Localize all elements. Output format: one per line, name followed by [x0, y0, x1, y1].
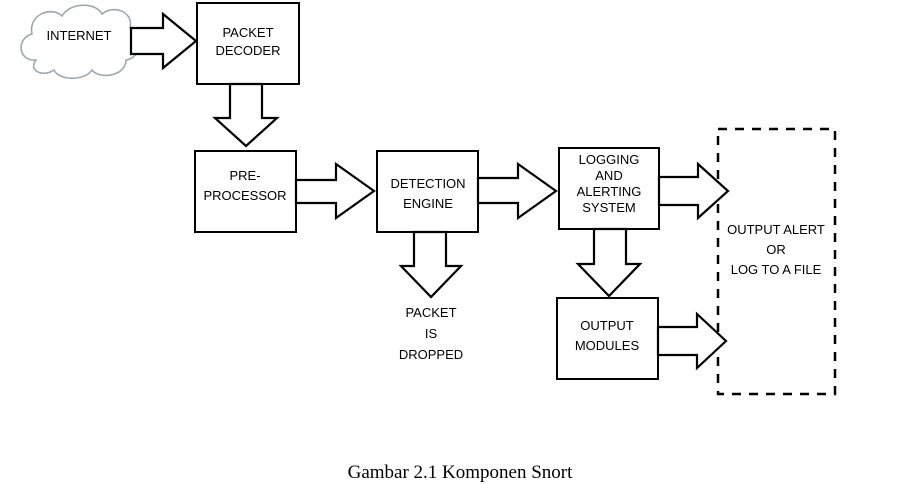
detection-engine-label: DETECTION ENGINE — [390, 176, 465, 211]
arrow-preprocessor-to-detection — [294, 161, 376, 221]
label-line: LOGGING — [579, 152, 640, 167]
arrow-decoder-to-preprocessor — [212, 82, 280, 148]
packet-decoder-label: PACKET DECODER — [215, 25, 280, 58]
arrow-internet-to-decoder — [129, 11, 198, 71]
preprocessor-label: PRE- PROCESSOR — [203, 168, 286, 203]
output-modules-box — [556, 297, 659, 380]
internet-label: INTERNET — [47, 28, 112, 43]
label-line: INTERNET — [47, 28, 112, 43]
label-line: PACKET — [405, 305, 456, 320]
label-line: IS — [425, 326, 438, 341]
label-line: DETECTION — [390, 176, 465, 191]
label-line: DECODER — [215, 43, 280, 58]
arrow-output-modules-to-output-alert — [656, 311, 728, 371]
packet-dropped-label: PACKET IS DROPPED — [399, 305, 463, 362]
label-line: PRE- — [229, 168, 260, 183]
label-line: DROPPED — [399, 347, 463, 362]
label-line: PACKET — [222, 25, 273, 40]
arrow-detection-to-logging — [476, 161, 558, 221]
arrow-logging-to-output-alert — [657, 161, 730, 221]
label-line: ALERTING — [577, 184, 642, 199]
label-line: OR — [766, 242, 786, 257]
arrow-detection-to-dropped — [398, 230, 464, 299]
packet-decoder-box — [196, 2, 300, 85]
label-line: PROCESSOR — [203, 188, 286, 203]
output-alert-box — [716, 127, 837, 396]
figure-caption: Gambar 2.1 Komponen Snort — [347, 462, 573, 483]
label-line: SYSTEM — [582, 200, 635, 215]
output-modules-label: OUTPUT MODULES — [575, 318, 640, 353]
label-line: OUTPUT ALERT — [727, 222, 825, 237]
detection-engine-box — [376, 150, 479, 233]
label-line: MODULES — [575, 338, 640, 353]
label-line: AND — [595, 168, 622, 183]
label-line: OUTPUT — [580, 318, 634, 333]
label-line: ENGINE — [403, 196, 453, 211]
arrow-logging-to-output-modules — [575, 227, 643, 298]
label-line: LOG TO A FILE — [731, 262, 822, 277]
output-alert-label: OUTPUT ALERT OR LOG TO A FILE — [727, 222, 825, 277]
